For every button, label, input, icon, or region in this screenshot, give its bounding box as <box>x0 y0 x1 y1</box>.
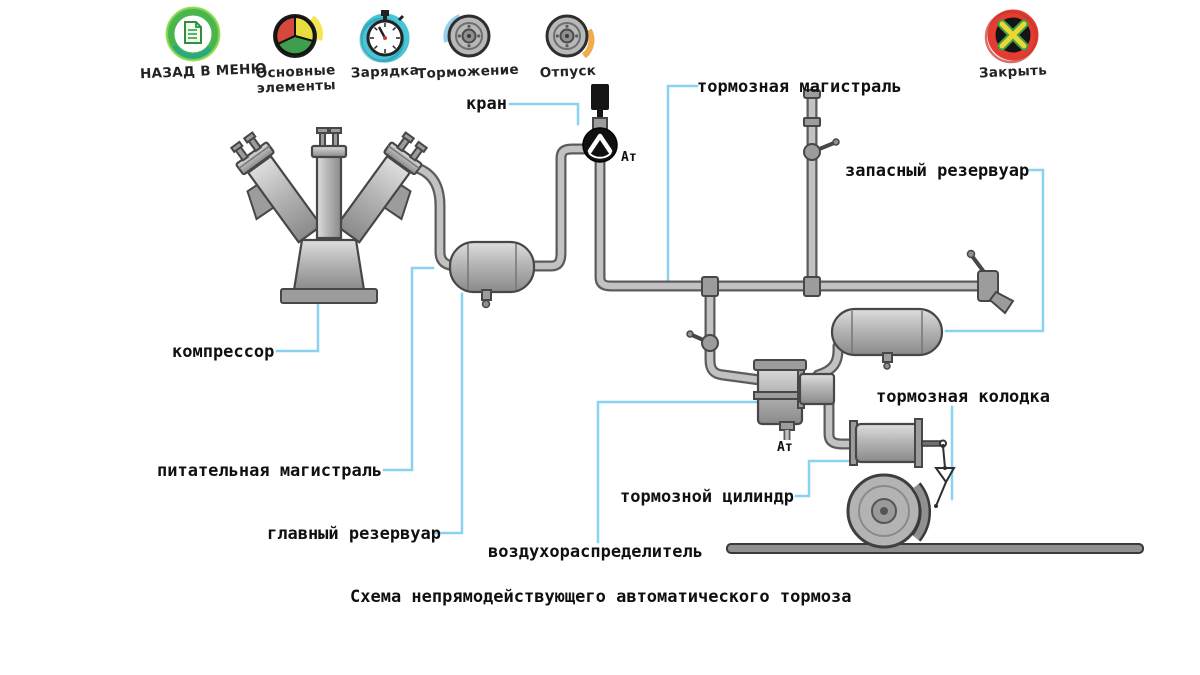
train-wheel-icon <box>545 14 595 59</box>
label-brake-main: тормозная магистраль <box>697 77 902 97</box>
toolbar-button-back-to-menu[interactable]: НАЗАД В МЕНЮ <box>140 6 267 82</box>
label-brake-cylinder: тормозной цилиндр <box>620 487 794 507</box>
main-reservoir <box>448 240 536 309</box>
compressor <box>229 127 429 304</box>
label-air-distributor: воздухораспределитель <box>488 542 703 562</box>
toolbar-button-braking[interactable]: Торможение <box>415 6 521 82</box>
stopwatch-icon <box>359 10 410 63</box>
close-icon <box>984 9 1039 64</box>
air-distributor <box>753 359 836 440</box>
label-atmosphere-distributor: Ат <box>777 440 793 455</box>
label-feed-main: питательная магистраль <box>157 461 383 481</box>
label-valve: кран <box>466 94 507 114</box>
diagram-caption: Схема непрямодействующего автоматическог… <box>350 587 852 607</box>
isolation-valve <box>686 330 719 352</box>
toolbar-button-charging[interactable]: Зарядка <box>337 6 433 81</box>
brake-linkage <box>934 444 956 508</box>
brake-cylinder <box>849 418 947 468</box>
label-compressor: компрессор <box>172 342 275 362</box>
callout-lines <box>275 84 1045 544</box>
label-brake-shoe: тормозная колодка <box>876 387 1050 407</box>
drivers-brake-valve <box>582 84 618 163</box>
document-icon <box>165 6 221 62</box>
toolbar-button-release[interactable]: Отпуск <box>520 6 616 81</box>
toolbar-button-basic-elements[interactable]: Основные элементы <box>248 6 344 97</box>
label-atmosphere-valve: Ат <box>621 150 637 165</box>
pipe-fittings <box>701 89 821 297</box>
rail <box>726 543 1144 554</box>
label-spare-reservoir: запасный резервуар <box>845 161 1030 181</box>
stop-valve <box>803 138 840 161</box>
label-main-reservoir: главный резервуар <box>267 524 441 544</box>
toolbar-button-close[interactable]: Закрыть <box>965 6 1061 81</box>
wheel <box>846 473 922 549</box>
train-wheel-icon <box>443 14 491 58</box>
spare-reservoir <box>830 307 944 370</box>
pie-chart-icon <box>273 14 323 58</box>
end-cock <box>966 249 1015 315</box>
brake-shoe <box>911 482 931 542</box>
